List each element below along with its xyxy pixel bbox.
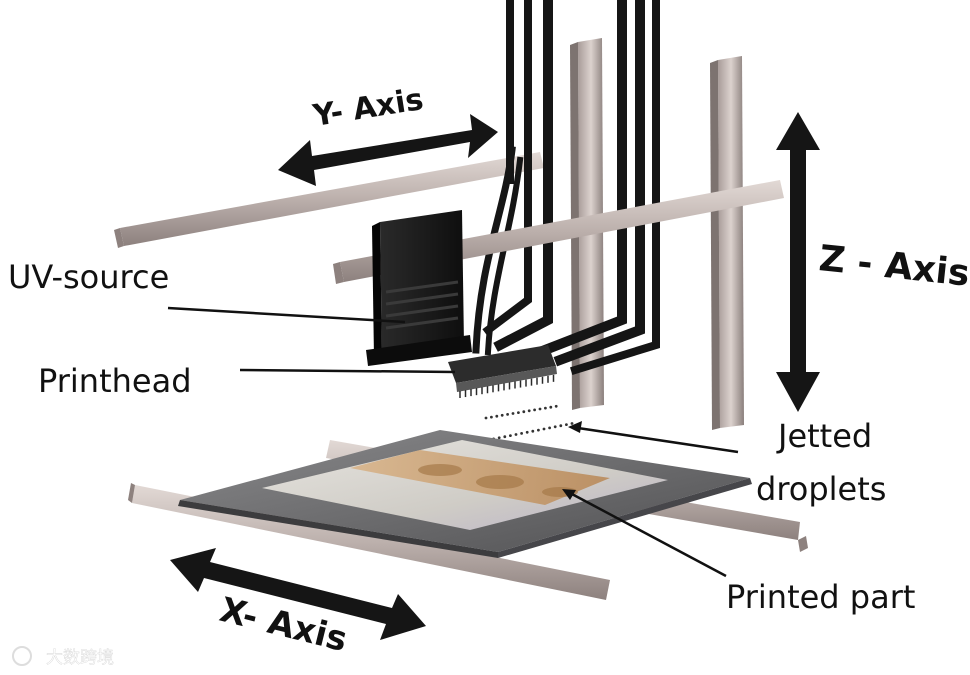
z-axis-arrow bbox=[776, 112, 820, 412]
uv-source-label: UV-source bbox=[8, 258, 169, 296]
uv-source-unit bbox=[366, 210, 472, 366]
droplet-dot bbox=[542, 427, 546, 431]
droplet-dot bbox=[490, 415, 493, 419]
droplet-dot bbox=[509, 434, 512, 437]
droplet-dot bbox=[522, 410, 526, 414]
leader-lines bbox=[167, 306, 739, 578]
droplet-dot bbox=[503, 435, 507, 439]
droplet-dot bbox=[531, 429, 535, 433]
droplet-dot bbox=[548, 426, 551, 430]
y-axis-label: Y- Axis bbox=[310, 82, 426, 134]
droplet-dot bbox=[559, 424, 563, 428]
droplet-dot bbox=[553, 425, 557, 429]
printhead-leader bbox=[239, 368, 456, 374]
printhead-label: Printhead bbox=[38, 362, 192, 400]
droplet-dot bbox=[506, 413, 509, 416]
jetted-droplets-label-line1: Jetted bbox=[776, 417, 872, 455]
jetted-droplets-label-line2: droplets bbox=[756, 470, 886, 508]
printed-part-leader bbox=[569, 491, 727, 578]
y-axis-arrow bbox=[278, 114, 498, 186]
uv-source-leader bbox=[167, 306, 406, 324]
droplet-dot bbox=[497, 436, 501, 440]
watermark-logo-icon bbox=[12, 646, 32, 666]
droplet-dot bbox=[500, 413, 504, 417]
droplet-dot bbox=[544, 406, 547, 410]
printhead-unit bbox=[448, 345, 557, 398]
y-axis-rail-back bbox=[114, 152, 544, 248]
droplet-dot bbox=[570, 422, 574, 425]
jetted-droplets bbox=[484, 404, 574, 442]
droplet-dot bbox=[533, 408, 536, 412]
watermark-text: 大数跨境 bbox=[46, 648, 114, 668]
droplet-dot bbox=[538, 407, 542, 411]
droplet-dot bbox=[520, 432, 523, 435]
droplet-dot bbox=[484, 416, 488, 420]
vertical-column-right bbox=[710, 56, 744, 430]
droplet-dot bbox=[517, 411, 520, 414]
droplet-dot bbox=[549, 405, 553, 409]
droplet-dot bbox=[525, 430, 529, 434]
jetted-droplets-leader bbox=[577, 426, 739, 454]
black-frame-bars bbox=[472, 0, 660, 376]
droplet-dot bbox=[537, 428, 540, 432]
printhead-nozzles bbox=[459, 374, 555, 398]
droplet-dot bbox=[495, 414, 499, 418]
droplet-dot bbox=[554, 404, 558, 408]
watermark: 大数跨境 bbox=[12, 646, 114, 668]
droplet-dot bbox=[527, 409, 531, 413]
x-axis-arrow bbox=[170, 548, 426, 640]
build-platform bbox=[178, 430, 752, 558]
z-axis-label: Z - Axis bbox=[817, 238, 970, 295]
droplet-dot bbox=[565, 423, 568, 426]
leader-arrowheads bbox=[562, 421, 582, 500]
droplet-dot bbox=[514, 433, 518, 436]
printed-part-label: Printed part bbox=[726, 578, 915, 616]
droplet-dot bbox=[511, 412, 515, 415]
